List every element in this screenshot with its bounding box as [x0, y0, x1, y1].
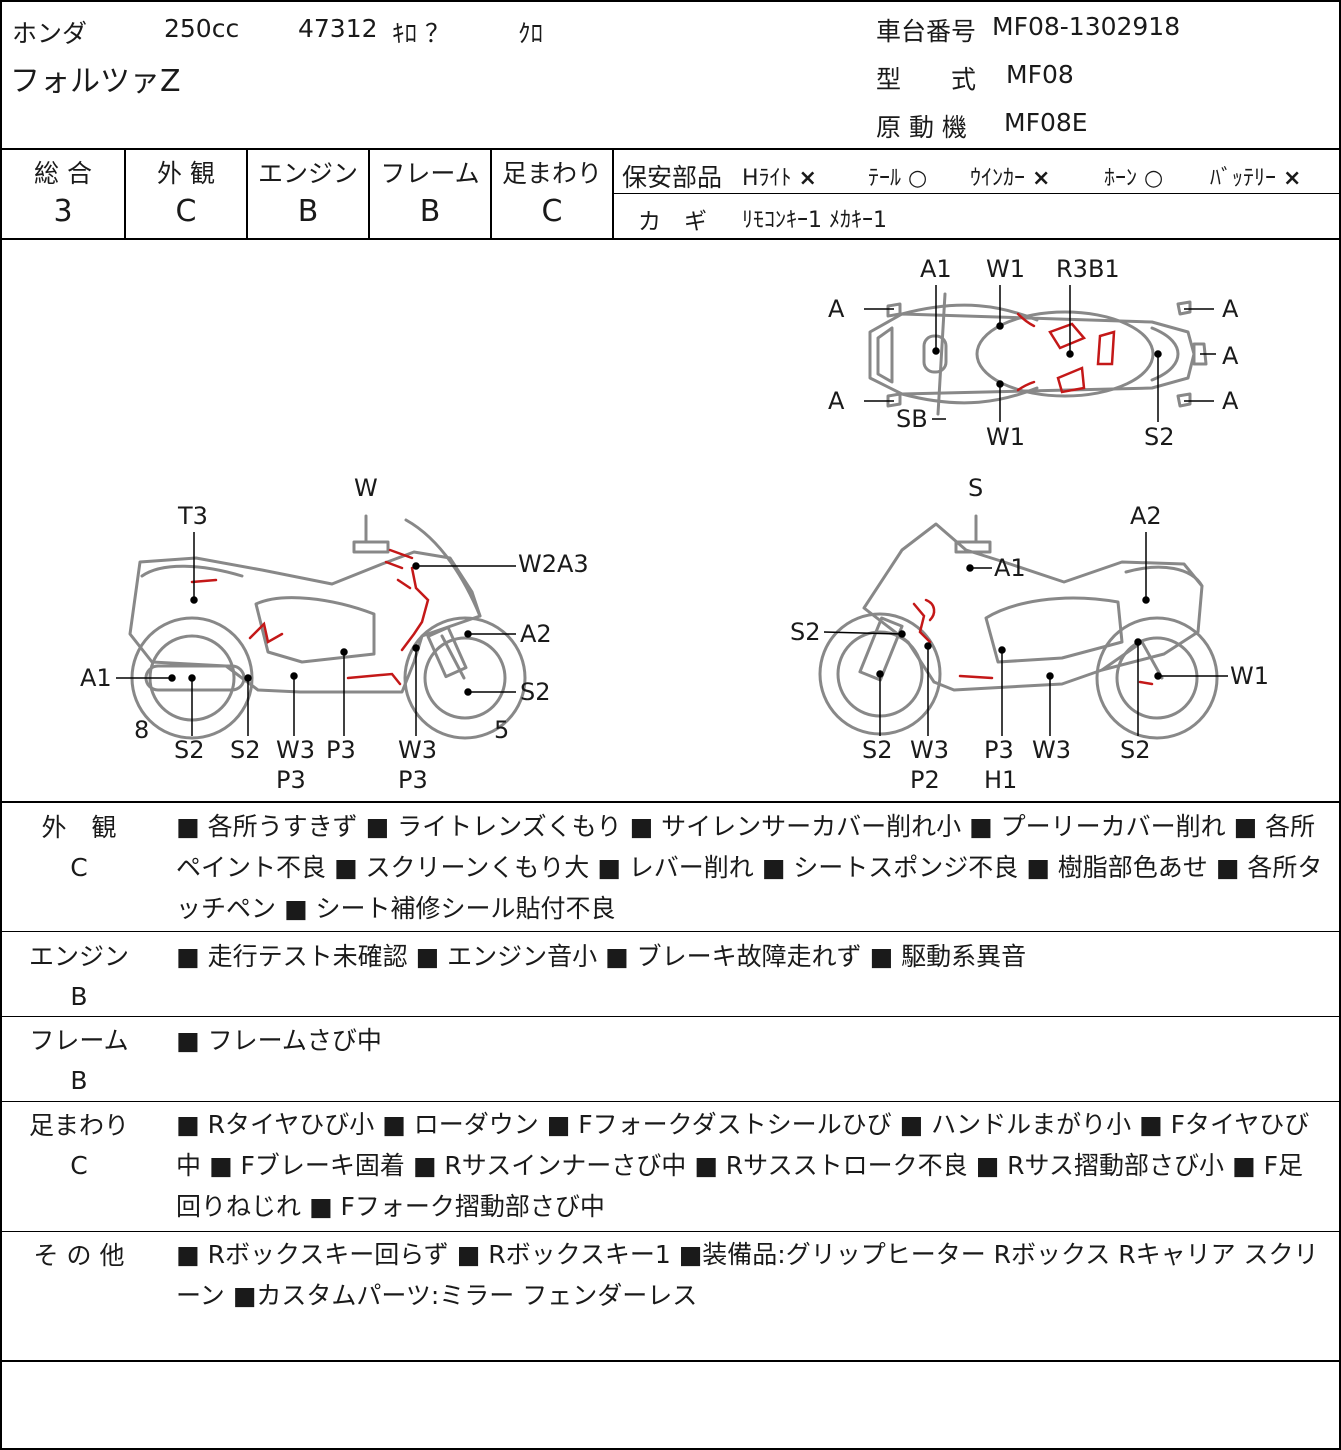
damage-label: A2	[520, 620, 552, 648]
damage-label: W1	[1230, 662, 1269, 690]
grade-exterior-label: 外 観	[157, 159, 215, 188]
damage-label: P3	[984, 736, 1014, 764]
model-type-label: 型 式	[876, 65, 977, 94]
damage-label: P3	[398, 766, 428, 794]
damage-label: H1	[984, 766, 1018, 794]
safety-label: 保安部品	[622, 163, 723, 192]
divider	[2, 1360, 1339, 1362]
grade-suspension-label: 足まわり	[501, 159, 602, 188]
damage-label: S2	[862, 736, 893, 764]
divider	[124, 148, 126, 238]
divider	[2, 1101, 1339, 1102]
engine-label: 原 動 機	[876, 113, 967, 142]
divider	[612, 148, 614, 238]
grade-frame-label: フレーム	[380, 159, 480, 188]
damage-label: P2	[910, 766, 940, 794]
color: ｸﾛ	[518, 19, 544, 48]
safety-item-tail: ﾃｰﾙ ○	[868, 166, 928, 191]
frame-no: MF08-1302918	[992, 12, 1181, 41]
damage-label: A1	[994, 554, 1026, 582]
damage-label: W	[354, 474, 378, 502]
damage-label: P3	[326, 736, 356, 764]
damage-label: A	[1222, 387, 1239, 415]
grade-suspension-value: C	[541, 194, 563, 229]
section-other-label: そ の 他	[33, 1241, 125, 1270]
damage-label: W3	[276, 736, 315, 764]
keys-label: カ ギ	[638, 209, 707, 235]
damage-label: A2	[1130, 502, 1162, 530]
divider	[2, 148, 1339, 150]
divider	[246, 148, 248, 238]
displacement: 250cc	[164, 14, 240, 43]
damage-label: W3	[1032, 736, 1071, 764]
damage-label: A	[828, 295, 845, 323]
section-exterior-text: ■ 各所うすきず ■ ライトレンズくもり ■ サイレンサーカバー削れ小 ■ プー…	[176, 812, 1323, 923]
safety-item-headlight: Hﾗｲﾄ ×	[742, 166, 817, 191]
divider	[2, 801, 1339, 803]
damage-label: S2	[790, 618, 821, 646]
damage-label: A1	[920, 255, 952, 283]
grade-frame-value: B	[419, 194, 441, 229]
damage-label: P3	[276, 766, 306, 794]
damage-label: S2	[174, 736, 205, 764]
section-other-text: ■ Rボックスキー回らず ■ Rボックスキー1 ■装備品:グリップヒーター Rボ…	[176, 1240, 1319, 1310]
divider	[490, 148, 492, 238]
damage-label: A	[1222, 342, 1239, 370]
divider	[614, 193, 1339, 194]
damage-label: A	[1222, 295, 1239, 323]
damage-label: W1	[986, 423, 1025, 451]
keys-value: ﾘﾓｺﾝｷｰ1 ﾒｶｷｰ1	[742, 208, 887, 233]
divider	[2, 931, 1339, 932]
mileage: 47312	[298, 14, 378, 43]
frame-no-label: 車台番号	[876, 17, 977, 46]
damage-label: W2A3	[518, 550, 589, 578]
model-type: MF08	[1006, 60, 1074, 89]
damage-label: W3	[398, 736, 437, 764]
damage-label: S	[968, 474, 984, 502]
damage-label: W3	[910, 736, 949, 764]
damage-label: S2	[1120, 736, 1151, 764]
damage-label: S2	[230, 736, 261, 764]
model-name: フォルツァZ	[10, 64, 181, 99]
grade-total-value: 3	[53, 194, 73, 229]
damage-label: W1	[986, 255, 1025, 283]
safety-item-winker: ｳｲﾝｶｰ ×	[970, 166, 1051, 191]
divider	[2, 1016, 1339, 1017]
divider	[368, 148, 370, 238]
damage-label: 5	[494, 716, 510, 744]
damage-label: A1	[80, 664, 112, 692]
safety-item-battery: ﾊﾞｯﾃﾘｰ ×	[1210, 166, 1302, 191]
damage-label: S2	[520, 678, 551, 706]
grade-engine-value: B	[297, 194, 319, 229]
damage-label: S2	[1144, 423, 1175, 451]
damage-label: T3	[178, 502, 208, 530]
engine-type: MF08E	[1004, 108, 1088, 137]
safety-item-horn: ﾎｰﾝ ○	[1104, 166, 1164, 191]
mileage-unit: ｷﾛ ？	[392, 19, 450, 48]
grade-engine-label: エンジン	[257, 159, 358, 188]
grade-total-label: 総 合	[34, 159, 92, 188]
section-suspension-text: ■ Rタイヤひび小 ■ ローダウン ■ Fフォークダストシールひび ■ ハンドル…	[176, 1110, 1310, 1221]
maker: ホンダ	[12, 19, 88, 48]
divider	[2, 1231, 1339, 1232]
damage-label: 8	[134, 716, 150, 744]
damage-label: R3B1	[1056, 255, 1120, 283]
section-frame-text: ■ フレームさび中	[176, 1026, 382, 1055]
section-engine-text: ■ 走行テスト未確認 ■ エンジン音小 ■ ブレーキ故障走れず ■ 駆動系異音	[176, 942, 1027, 971]
grade-exterior-value: C	[175, 194, 197, 229]
divider	[2, 238, 1339, 240]
bike-diagram	[116, 285, 1228, 740]
damage-label: SB	[896, 405, 928, 433]
damage-label: A	[828, 387, 845, 415]
